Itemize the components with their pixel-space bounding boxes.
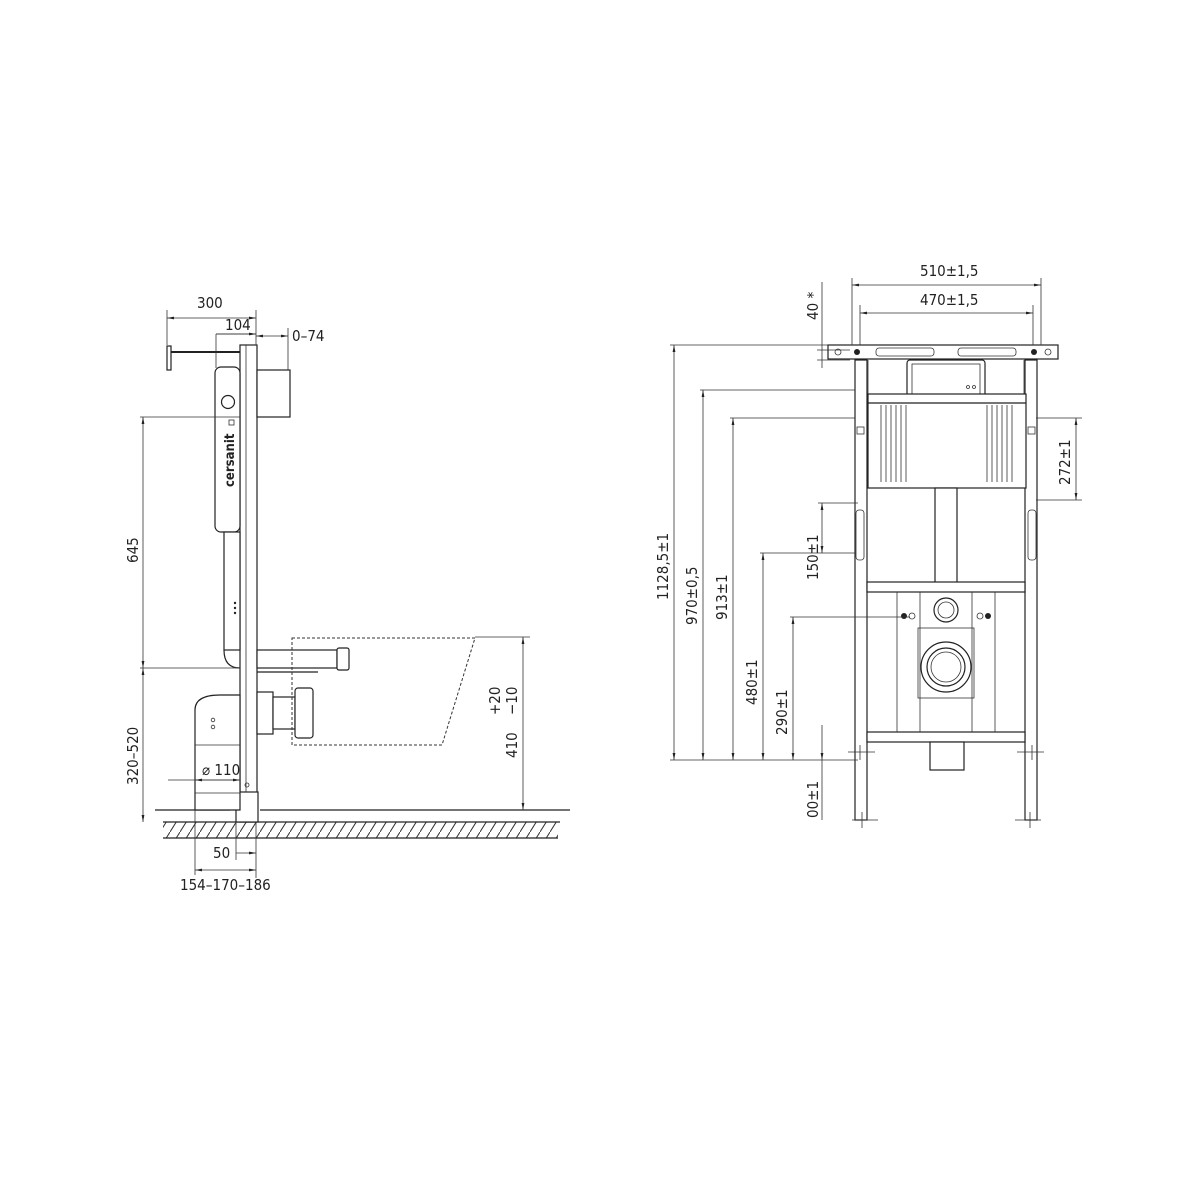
crossbar-lower bbox=[866, 731, 1026, 743]
cistern bbox=[856, 393, 1036, 489]
dim-970: 970±0,5 bbox=[683, 566, 701, 625]
crossbar-upper bbox=[866, 581, 1026, 593]
foot-anchors bbox=[848, 745, 1044, 828]
side-anchor-left bbox=[855, 509, 865, 561]
dim-50: 50 bbox=[213, 844, 230, 862]
floor-hatch bbox=[163, 822, 558, 838]
dim-diameter-110: ⌀ 110 bbox=[202, 761, 240, 779]
dim-154-170-186: 154–170–186 bbox=[180, 876, 271, 894]
dim-40: 40 * bbox=[804, 292, 822, 320]
drain-connector bbox=[256, 687, 314, 739]
side-dimensions: 300 104 0–74 645 320–520 ⌀ 110 410 +20 −… bbox=[124, 294, 530, 894]
top-bracket bbox=[827, 344, 1059, 360]
dim-0-74: 0–74 bbox=[292, 327, 325, 345]
drain-bend bbox=[194, 694, 241, 811]
dim-290: 290±1 bbox=[773, 689, 791, 735]
dim-00: 00±1 bbox=[804, 781, 822, 818]
flush-pipe bbox=[223, 531, 241, 669]
drain-stub bbox=[929, 741, 965, 771]
dim-480: 480±1 bbox=[743, 659, 761, 705]
dim-tol-plus: +20 bbox=[486, 687, 504, 715]
flush-pipe bbox=[934, 487, 958, 584]
wc-bowl-outline bbox=[291, 637, 476, 746]
dim-104: 104 bbox=[225, 316, 251, 334]
cistern: cersanit bbox=[214, 366, 241, 533]
bowl-mounting-plate bbox=[896, 592, 996, 732]
flush-box bbox=[256, 369, 291, 418]
dim-913: 913±1 bbox=[713, 574, 731, 620]
drain-outlet bbox=[917, 627, 975, 699]
dim-150: 150±1 bbox=[804, 534, 822, 580]
side-anchor-right bbox=[1027, 509, 1037, 561]
dim-410: 410 bbox=[503, 732, 521, 758]
front-view: 510±1,5 470±1,5 40 * 1128,5±1 970±0,5 91… bbox=[654, 262, 1082, 828]
frame-uprights bbox=[854, 359, 1038, 821]
flush-connector bbox=[256, 647, 350, 673]
front-dimensions: 510±1,5 470±1,5 40 * 1128,5±1 970±0,5 91… bbox=[654, 262, 1082, 820]
dim-645: 645 bbox=[124, 537, 142, 563]
dim-470: 470±1,5 bbox=[920, 291, 979, 309]
brand-logo: cersanit bbox=[223, 433, 238, 487]
wall-anchor-rod bbox=[166, 345, 240, 371]
dim-300: 300 bbox=[197, 294, 223, 312]
dim-510: 510±1,5 bbox=[920, 262, 979, 280]
dim-tol-minus: −10 bbox=[503, 687, 521, 715]
dim-1128-5: 1128,5±1 bbox=[654, 533, 672, 600]
dim-272: 272±1 bbox=[1056, 439, 1074, 485]
frame-profile bbox=[235, 344, 259, 823]
side-view: cersanit bbox=[124, 294, 570, 894]
dim-320-520: 320–520 bbox=[124, 727, 142, 785]
water-inlet bbox=[933, 597, 959, 623]
